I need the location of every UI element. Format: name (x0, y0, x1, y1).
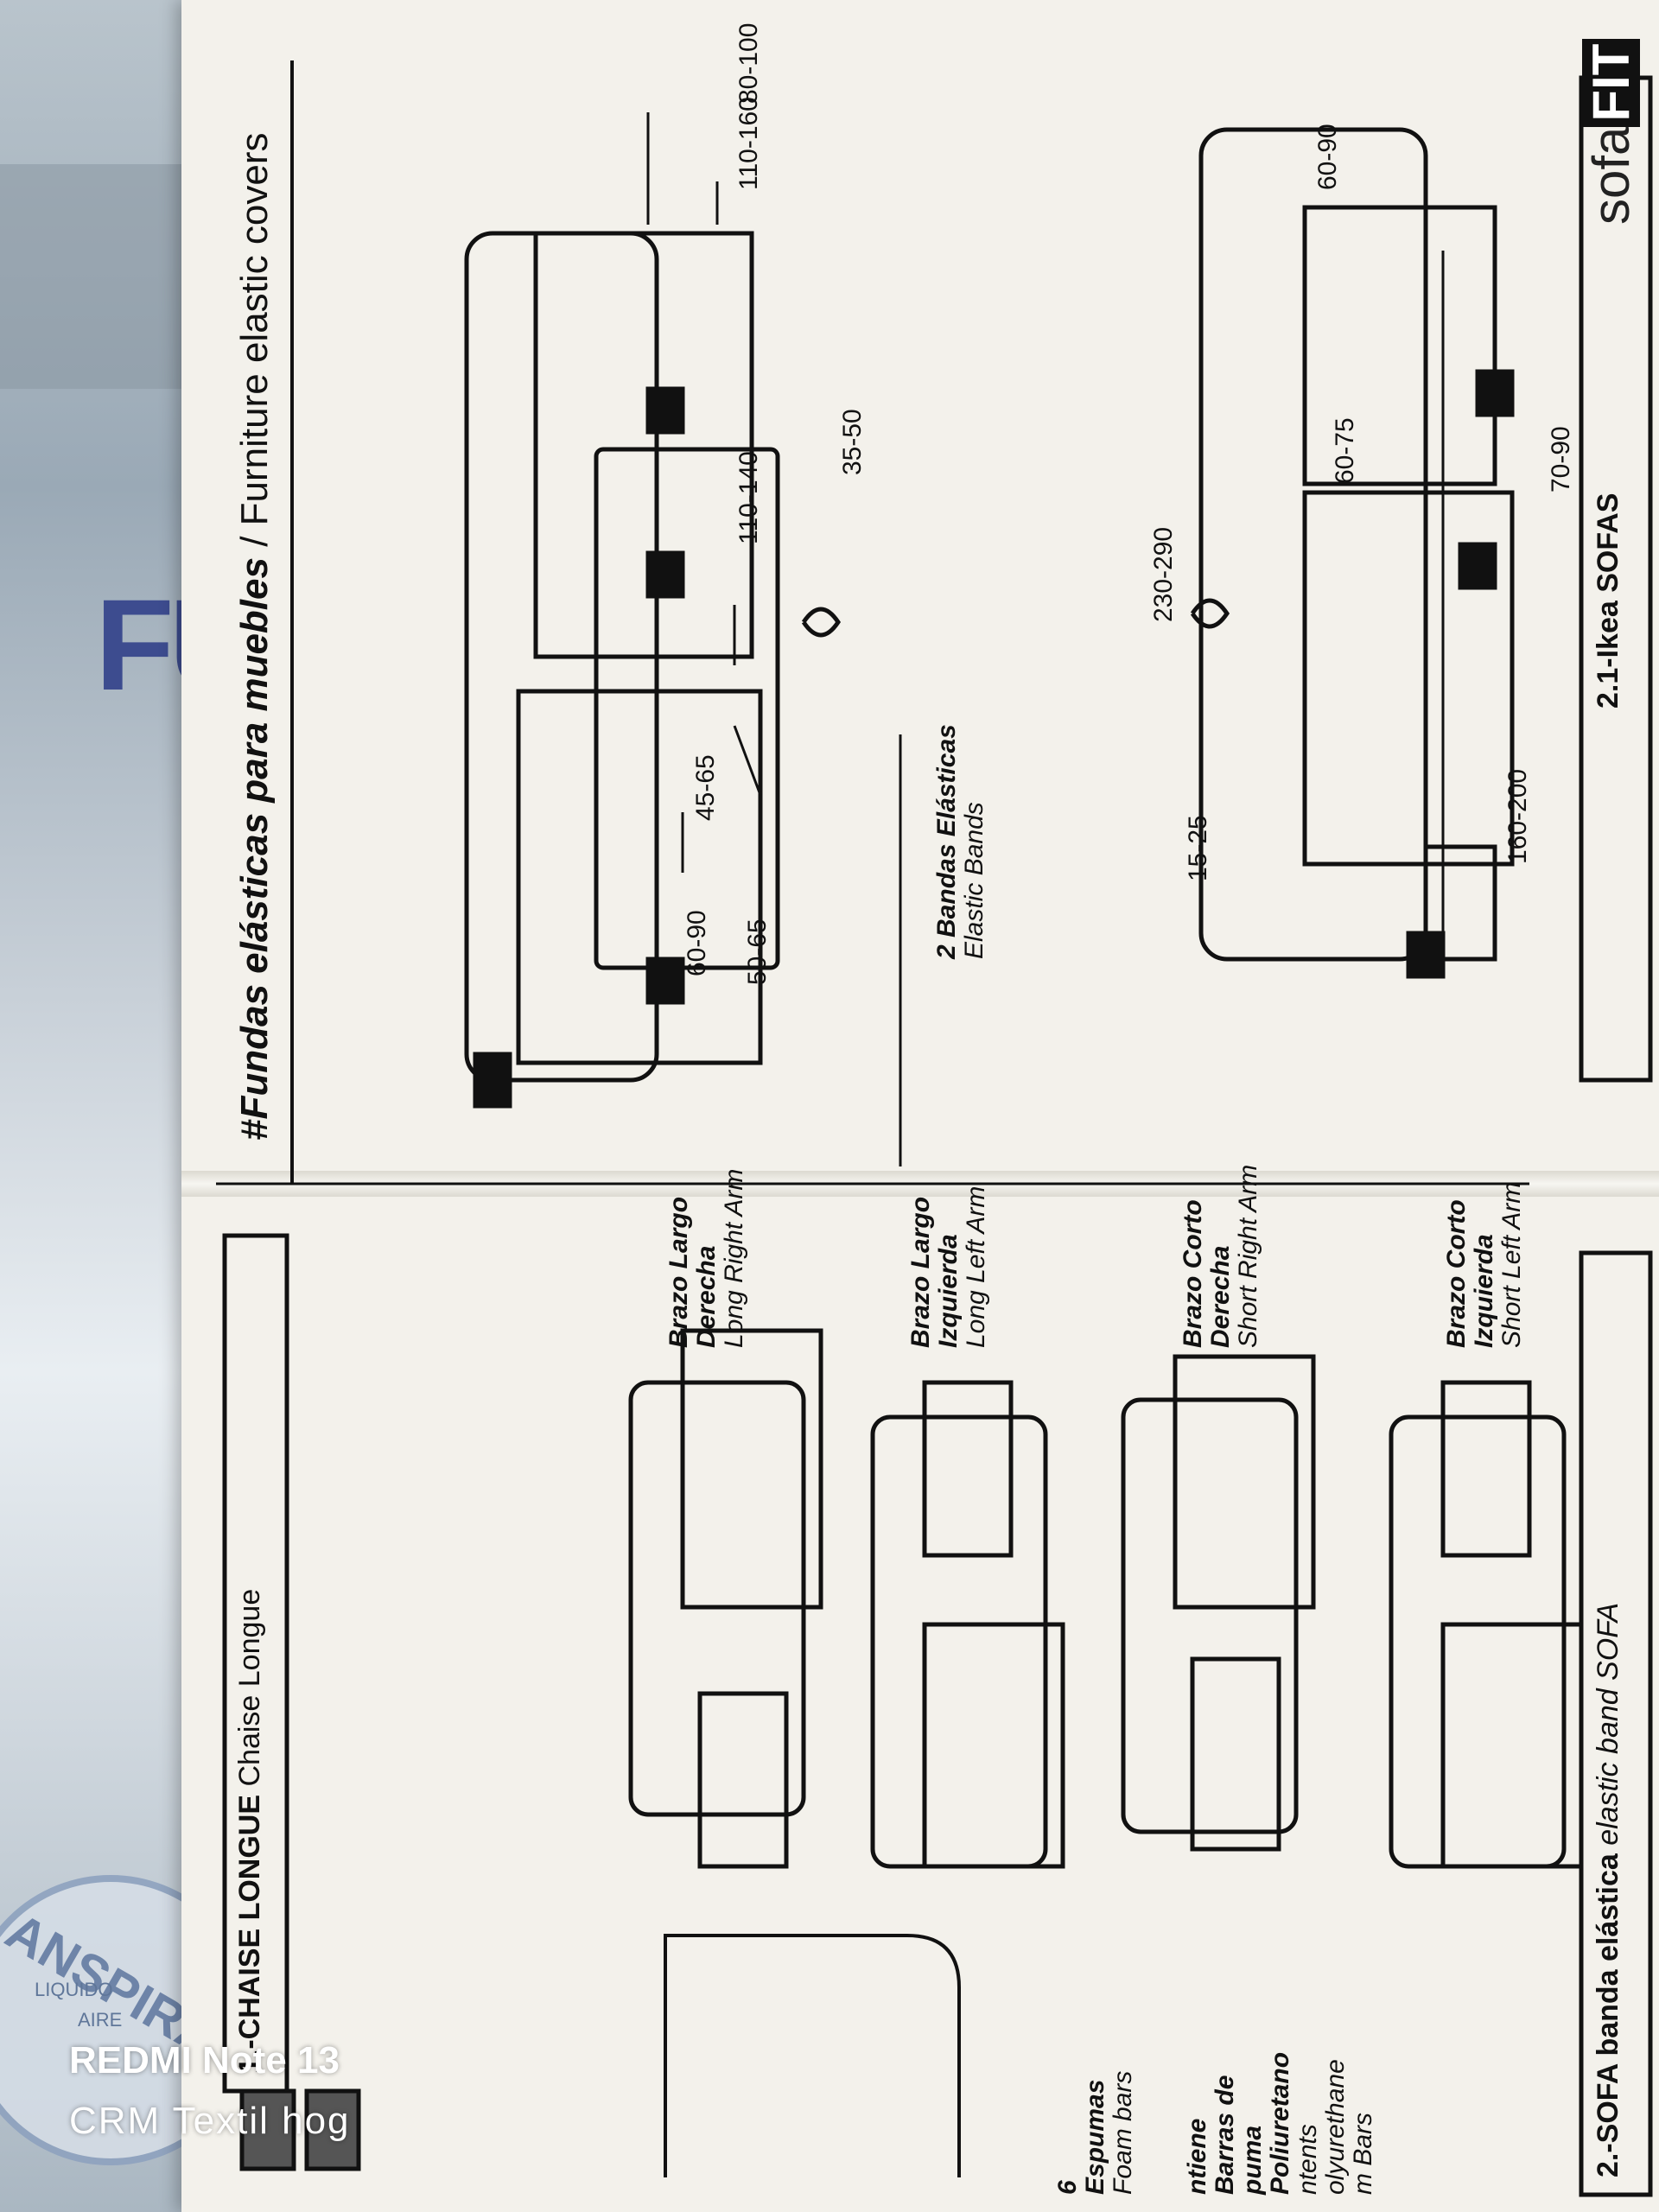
elastic-bands-label: 2 Bandas Elásticas Elastic Bands (932, 724, 988, 959)
leaflet-drawings (216, 60, 1653, 2197)
arm-option-2-drawing (870, 1380, 1065, 1869)
contents-l6: olyurethane (1321, 2059, 1350, 2195)
contents-l2: Barras de (1211, 2075, 1239, 2195)
chaise-dim-7: 50-65 (743, 918, 772, 985)
sofa-dim-3: 60-75 (1331, 417, 1359, 484)
background-strip (0, 164, 207, 389)
brand-name: sofa (1582, 126, 1640, 225)
foam-es: Espumas (1081, 2079, 1109, 2195)
arm-option-1-es1: Brazo Largo (664, 1196, 693, 1348)
section1-title: 1.-CHAISE LONGUE Chaise Longue (233, 1589, 267, 2074)
chaise-longue-drawing (464, 231, 1230, 1109)
arm-option-4-en: Short Left Arm (1497, 1181, 1526, 1348)
arm-option-1: Brazo Largo Derecha Long Right Arm (664, 1168, 748, 1348)
dimension-lines (646, 112, 1514, 959)
chaise-dim-3: 35-50 (838, 409, 867, 475)
sofa-dim-2: 60-90 (1313, 124, 1342, 190)
arm-option-3-en: Short Right Arm (1234, 1164, 1262, 1348)
arm-option-4-es2: Izquierda (1470, 1234, 1498, 1348)
chaise-dim-1: 80-100 (734, 22, 763, 104)
seal-sub-text-2: AIRE (78, 2009, 123, 2031)
arm-option-2: Brazo Largo Izquierda Long Left Arm (906, 1185, 990, 1348)
arm-option-4: Brazo Corto Izquierda Short Left Arm (1442, 1181, 1526, 1348)
section2-name-en: elastic band SOFA (1592, 1602, 1624, 1854)
seal-sub-text-1: LIQUIDO (35, 1979, 113, 2000)
arm-option-1-en: Long Right Arm (720, 1168, 748, 1348)
contents-l5: ntents (1294, 2124, 1322, 2195)
elastic-bands-en: Elastic Bands (960, 802, 988, 959)
contents-l7: m Bars (1349, 2112, 1377, 2195)
sofa-drawing (1198, 127, 1515, 979)
brand-logo: sofaFIT (1581, 38, 1641, 225)
section2-title: 2.-SOFA banda elástica elastic band SOFA (1592, 1603, 1625, 2177)
foam-count: 6 (1053, 2180, 1082, 2195)
arm-option-4-drawing (1389, 1380, 1584, 1869)
contents-l1: ntiene (1183, 2118, 1211, 2195)
arm-option-1-es2: Derecha (692, 1245, 721, 1348)
chaise-dim-5: 45-65 (691, 754, 720, 821)
header-title: #Fundas elásticas para muebles / Furnitu… (233, 133, 276, 1141)
foam-en: Foam bars (1109, 2070, 1137, 2195)
contents-label: ntiene Barras de puma Poliuretano ntents… (1183, 2051, 1377, 2195)
sofa-dim-6: 15-25 (1184, 815, 1212, 881)
sofa-dim-5: 160-200 (1503, 768, 1532, 864)
arm-option-2-en: Long Left Arm (962, 1185, 990, 1348)
leaflet-content: #Fundas elásticas para muebles / Furnitu… (181, 0, 1659, 2212)
cushion-sketch (664, 1934, 961, 2177)
elastic-bands-es: 2 Bandas Elásticas (932, 724, 961, 959)
arm-option-3: Brazo Corto Derecha Short Right Arm (1179, 1165, 1262, 1348)
arm-option-2-es2: Izquierda (934, 1234, 963, 1348)
section2-name: SOFA banda elástica (1592, 1853, 1624, 2144)
chaise-dim-6: 60-90 (683, 910, 711, 976)
chaise-dim-2: 110-160 (734, 97, 763, 190)
arm-option-3-es1: Brazo Corto (1179, 1199, 1207, 1348)
arm-option-1-drawing (628, 1328, 823, 1869)
brand-box: FIT (1582, 38, 1640, 127)
foam-label: 6 Espumas Foam bars (1053, 2070, 1137, 2195)
chaise-dim-4: 110-140 (734, 451, 763, 544)
arm-option-2-es1: Brazo Largo (906, 1196, 935, 1348)
arm-option-4-es1: Brazo Corto (1442, 1199, 1471, 1348)
section1-name: CHAISE LONGUE (233, 1794, 266, 2040)
section2-number: 2.- (1592, 2143, 1624, 2177)
contents-l4: Poliuretano (1266, 2051, 1294, 2195)
section21-title: 2.1-Ikea SOFAS (1592, 493, 1624, 709)
leaflet-paper (181, 0, 1659, 2212)
section1-name-en: Chaise Longue (233, 1588, 266, 1795)
sofa-dim-4: 70-90 (1547, 426, 1575, 493)
header-title-rest: / Furniture elastic covers (233, 132, 276, 558)
arm-option-3-drawing (1121, 1354, 1316, 1852)
contents-l3: puma (1238, 2125, 1267, 2195)
foam-bar-2 (304, 2088, 361, 2171)
arm-option-3-es2: Derecha (1206, 1245, 1235, 1348)
header-title-bold: #Fundas elásticas para muebles (233, 557, 276, 1141)
foam-bar-1 (239, 2088, 296, 2171)
camera-watermark-text: CRM Textil hog (69, 2100, 351, 2142)
sofa-dim-1: 230-290 (1149, 526, 1178, 622)
camera-watermark-model: REDMI Note 13 (69, 2039, 340, 2082)
